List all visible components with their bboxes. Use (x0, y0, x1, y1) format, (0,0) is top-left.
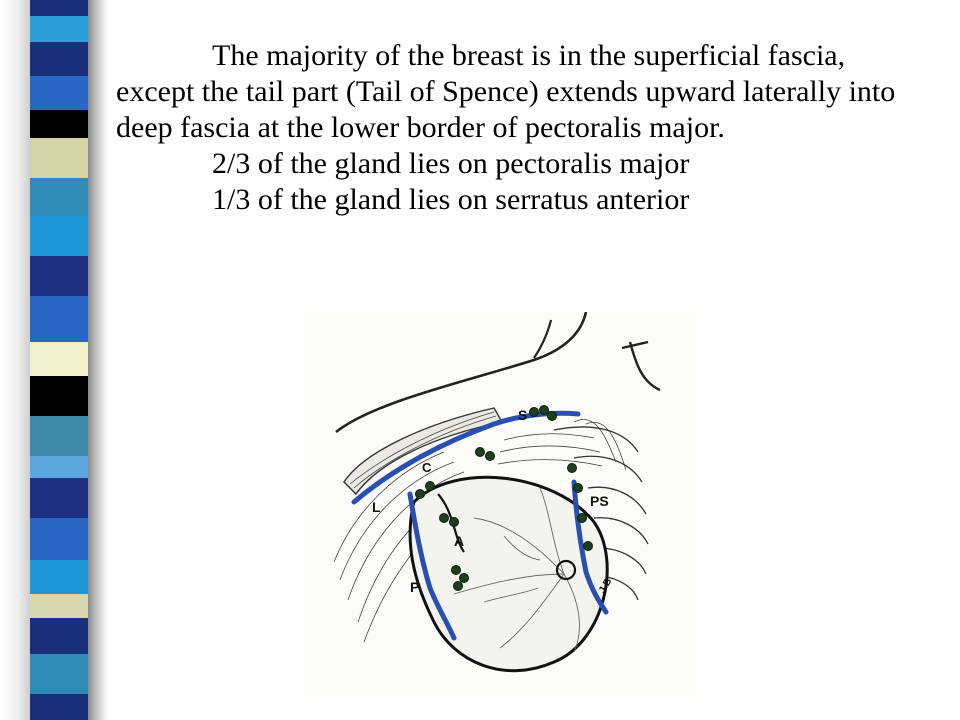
lymph-node (459, 573, 469, 583)
main-paragraph-text: The majority of the breast is in the sup… (116, 39, 896, 144)
serratus-line-text: 1/3 of the gland lies on serratus anteri… (212, 183, 690, 216)
lymph-node (583, 541, 593, 551)
lymph-node (425, 481, 435, 491)
lymph-node (451, 565, 461, 575)
neck-outline (335, 312, 588, 434)
illustration-svg: S C L A P PS J.B (304, 312, 696, 696)
stripe-block (30, 0, 88, 16)
stripe-block (30, 216, 88, 256)
label-a: A (454, 533, 464, 549)
gland-lobules (453, 487, 580, 653)
jaw-outline (621, 340, 661, 392)
pectoralis-line-text: 2/3 of the gland lies on pectoralis majo… (212, 147, 690, 180)
lymph-node (573, 483, 583, 493)
stripe-block (30, 456, 88, 478)
nipple (555, 559, 577, 581)
pectoralis-line: 2/3 of the gland lies on pectoralis majo… (116, 146, 916, 182)
stripe-block (30, 618, 88, 654)
stripe-block (30, 42, 88, 76)
stripe-block (30, 416, 88, 456)
clavicle-outline (533, 319, 553, 359)
lymph-node (485, 451, 495, 461)
breast-lymph-nodes-illustration: S C L A P PS J.B (304, 312, 696, 696)
label-l: L (372, 499, 381, 515)
label-c: C (422, 460, 432, 475)
stripe-block (30, 594, 88, 618)
slide-body: The majority of the breast is in the sup… (116, 38, 916, 218)
stripe-block (30, 256, 88, 296)
stripe-block (30, 296, 88, 342)
stripe-block (30, 110, 88, 138)
lymph-node (449, 517, 459, 527)
lymph-node (453, 581, 463, 591)
stripe-block (30, 694, 88, 720)
stripe-block (30, 76, 88, 110)
stripe-shadow-right (88, 0, 108, 720)
serratus-line: 1/3 of the gland lies on serratus anteri… (116, 182, 916, 218)
muscle-fibers (333, 411, 627, 643)
main-paragraph: The majority of the breast is in the sup… (116, 38, 916, 146)
lymph-node (567, 463, 577, 473)
stripe-block (30, 376, 88, 416)
label-s: S (518, 407, 527, 423)
stripe-block (30, 478, 88, 518)
stripe-block (30, 342, 88, 376)
lymph-node (475, 447, 485, 457)
stripe-block (30, 654, 88, 694)
lymph-node (415, 489, 425, 499)
stripe-block (30, 16, 88, 42)
stripe-block (30, 518, 88, 560)
stripe-shadow-left (0, 0, 30, 720)
figure-labels: S C L A P PS J.B (372, 407, 614, 596)
lymph-node (439, 513, 449, 523)
breast-outline (408, 475, 609, 673)
lymph-node (547, 411, 557, 421)
stripe-block (30, 560, 88, 594)
lymph-node (529, 407, 539, 417)
stripe-block (30, 138, 88, 178)
stripe-block (30, 178, 88, 216)
lymph-node (539, 405, 549, 415)
decorative-stripe (30, 0, 88, 720)
label-ps: PS (590, 493, 609, 509)
lymph-nodes (415, 405, 593, 591)
label-p: P (410, 579, 419, 595)
lymph-node (577, 513, 587, 523)
